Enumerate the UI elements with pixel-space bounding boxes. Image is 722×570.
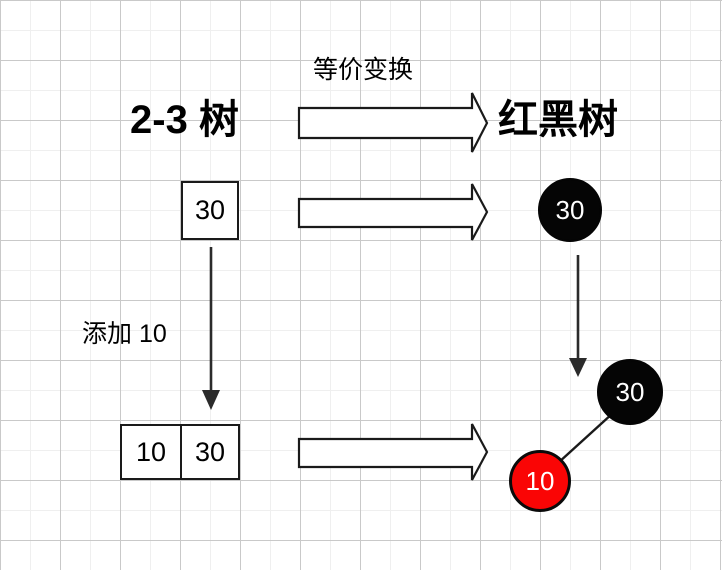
label-equivalent-transform: 等价变换: [313, 56, 414, 84]
insert-flow-arrow-right-head: [569, 358, 587, 377]
two-three-node-split: 10 30: [120, 424, 240, 480]
page-title-red-black-tree: 红黑树: [498, 98, 618, 142]
tree-edge-30-to-10: [557, 412, 614, 464]
equivalence-arrow-titles: [297, 92, 489, 153]
label-insert-operation: 添加 10: [82, 320, 167, 348]
equivalence-arrow-root: [297, 183, 489, 241]
page-title-two-three-tree: 2-3 树: [130, 98, 239, 142]
two-three-node-root: 30: [181, 181, 239, 240]
two-three-node-cell: 10: [135, 436, 167, 467]
insert-flow-arrow-left-head: [202, 390, 220, 410]
rb-node-parent-black-30: 30: [597, 359, 663, 425]
two-three-node-cell: 30: [194, 195, 226, 225]
two-three-node-cell: 30: [180, 426, 238, 478]
rb-node-root-black-30: 30: [538, 178, 602, 242]
rb-node-child-red-10: 10: [509, 450, 571, 512]
equivalence-arrow-split: [297, 423, 489, 481]
